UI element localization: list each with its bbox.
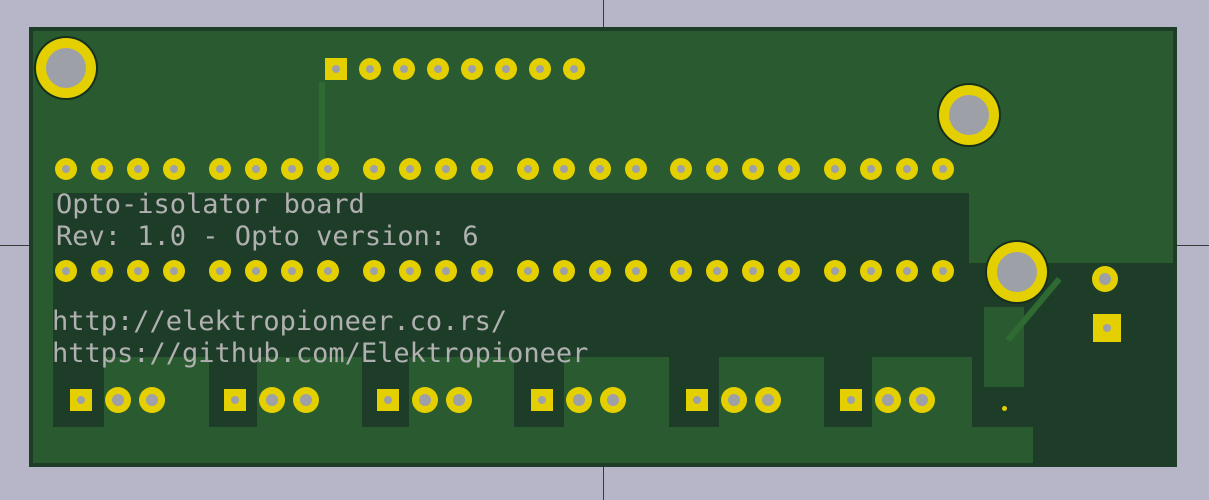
- opto-pad[interactable]: [399, 158, 421, 180]
- board-title: Opto-isolator board: [56, 189, 365, 220]
- opto-pad[interactable]: [517, 158, 539, 180]
- opto-pad[interactable]: [245, 158, 267, 180]
- opto-pad[interactable]: [625, 158, 647, 180]
- opto-pad[interactable]: [317, 158, 339, 180]
- opto-pad[interactable]: [625, 260, 647, 282]
- mounting-hole[interactable]: [987, 242, 1047, 302]
- opto-pad[interactable]: [163, 260, 185, 282]
- opto-pad[interactable]: [742, 260, 764, 282]
- board-revision: Rev: 1.0 - Opto version: 6: [56, 221, 479, 252]
- copper-fill-bottom: [33, 427, 1033, 463]
- terminal-pin[interactable]: [566, 387, 592, 413]
- opto-pad[interactable]: [91, 260, 113, 282]
- terminal-pin-1[interactable]: [531, 389, 553, 411]
- header-pin[interactable]: [393, 58, 415, 80]
- opto-pad[interactable]: [55, 158, 77, 180]
- opto-pad[interactable]: [932, 260, 954, 282]
- terminal-pin[interactable]: [600, 387, 626, 413]
- opto-pad[interactable]: [209, 158, 231, 180]
- terminal-pin-1[interactable]: [377, 389, 399, 411]
- header-pin[interactable]: [359, 58, 381, 80]
- opto-pad[interactable]: [471, 158, 493, 180]
- opto-pad[interactable]: [91, 158, 113, 180]
- mounting-hole[interactable]: [36, 38, 96, 98]
- board-url-github: https://github.com/Elektropioneer: [52, 338, 589, 369]
- opto-pad[interactable]: [55, 260, 77, 282]
- opto-pad[interactable]: [589, 260, 611, 282]
- opto-pad[interactable]: [127, 260, 149, 282]
- opto-pad[interactable]: [896, 158, 918, 180]
- opto-pad[interactable]: [778, 260, 800, 282]
- via: [1002, 406, 1007, 411]
- opto-pad[interactable]: [517, 260, 539, 282]
- opto-pad[interactable]: [824, 158, 846, 180]
- opto-pad[interactable]: [363, 260, 385, 282]
- terminal-pin[interactable]: [446, 387, 472, 413]
- opto-pad[interactable]: [589, 158, 611, 180]
- opto-pad[interactable]: [670, 260, 692, 282]
- opto-pad[interactable]: [281, 260, 303, 282]
- header-pin[interactable]: [563, 58, 585, 80]
- header-pin[interactable]: [461, 58, 483, 80]
- opto-pad[interactable]: [245, 260, 267, 282]
- opto-pad[interactable]: [860, 158, 882, 180]
- opto-pad[interactable]: [435, 260, 457, 282]
- copper-fill-left: [33, 193, 53, 439]
- opto-pad[interactable]: [706, 260, 728, 282]
- terminal-pin[interactable]: [105, 387, 131, 413]
- terminal-pin-1[interactable]: [70, 389, 92, 411]
- copper-fill-block: [984, 307, 1024, 387]
- opto-pad[interactable]: [706, 158, 728, 180]
- terminal-pin[interactable]: [412, 387, 438, 413]
- opto-pad[interactable]: [824, 260, 846, 282]
- opto-pad[interactable]: [399, 260, 421, 282]
- opto-pad[interactable]: [363, 158, 385, 180]
- power-pad-square[interactable]: [1093, 314, 1121, 342]
- opto-pad[interactable]: [317, 260, 339, 282]
- opto-pad[interactable]: [896, 260, 918, 282]
- opto-pad[interactable]: [778, 158, 800, 180]
- terminal-pin[interactable]: [259, 387, 285, 413]
- copper-trace: [319, 82, 325, 172]
- terminal-pin[interactable]: [721, 387, 747, 413]
- terminal-pin[interactable]: [293, 387, 319, 413]
- terminal-pin[interactable]: [875, 387, 901, 413]
- opto-pad[interactable]: [163, 158, 185, 180]
- header-pin[interactable]: [495, 58, 517, 80]
- opto-pad[interactable]: [281, 158, 303, 180]
- opto-pad[interactable]: [932, 158, 954, 180]
- header-pin[interactable]: [427, 58, 449, 80]
- opto-pad[interactable]: [209, 260, 231, 282]
- terminal-pin-1[interactable]: [224, 389, 246, 411]
- opto-pad[interactable]: [860, 260, 882, 282]
- power-pad[interactable]: [1092, 266, 1118, 292]
- opto-pad[interactable]: [742, 158, 764, 180]
- opto-pad[interactable]: [553, 158, 575, 180]
- terminal-pin[interactable]: [755, 387, 781, 413]
- terminal-pin-1[interactable]: [686, 389, 708, 411]
- mounting-hole[interactable]: [939, 85, 999, 145]
- terminal-pin-1[interactable]: [840, 389, 862, 411]
- board-url-primary: http://elektropioneer.co.rs/: [52, 306, 508, 337]
- opto-pad[interactable]: [670, 158, 692, 180]
- opto-pad[interactable]: [553, 260, 575, 282]
- terminal-pin[interactable]: [909, 387, 935, 413]
- terminal-pin[interactable]: [139, 387, 165, 413]
- opto-pad[interactable]: [471, 260, 493, 282]
- header-pin-1[interactable]: [325, 58, 347, 80]
- opto-pad[interactable]: [127, 158, 149, 180]
- opto-pad[interactable]: [435, 158, 457, 180]
- header-pin[interactable]: [529, 58, 551, 80]
